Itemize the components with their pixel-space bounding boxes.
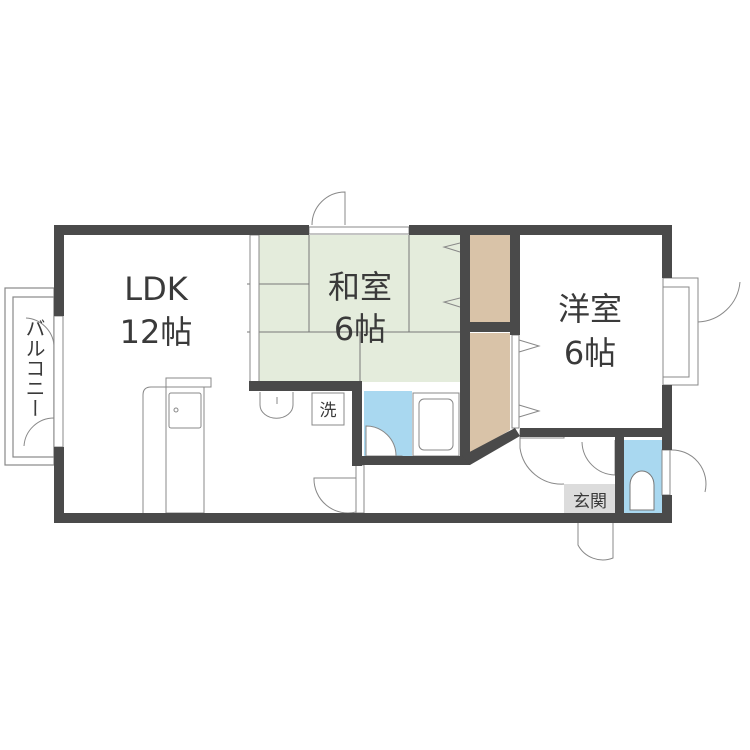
washbasin <box>259 392 294 419</box>
closet-door-lower[interactable] <box>511 334 520 429</box>
bathtub <box>412 392 460 457</box>
washer-label: 洗 <box>320 401 337 421</box>
bathtub-inner <box>418 398 454 451</box>
ldk-name: LDK <box>124 270 188 308</box>
balcony-label: バルコニー <box>22 318 46 418</box>
washitsu-size: 6帖 <box>334 310 386 348</box>
washer-space <box>311 392 345 426</box>
washitsu-sliding-door[interactable] <box>249 234 260 383</box>
ldk-size: 12帖 <box>120 313 193 351</box>
youshitsu-size: 6帖 <box>564 334 616 372</box>
kitchen-counter <box>142 377 212 514</box>
closet-lower <box>470 333 510 454</box>
tatami-lines <box>247 235 461 382</box>
closet-door-markers <box>442 242 541 418</box>
north-window[interactable] <box>308 226 410 235</box>
entrance-label: 玄関 <box>573 492 607 512</box>
toilet-icon <box>629 470 655 511</box>
east-window[interactable] <box>662 277 741 386</box>
washroom-door[interactable] <box>365 425 397 457</box>
walls <box>54 225 672 523</box>
entrance-floor <box>564 484 616 513</box>
youshitsu-name: 洋室 <box>558 290 622 328</box>
washitsu-name: 和室 <box>328 268 392 306</box>
closet-upper <box>470 235 510 323</box>
